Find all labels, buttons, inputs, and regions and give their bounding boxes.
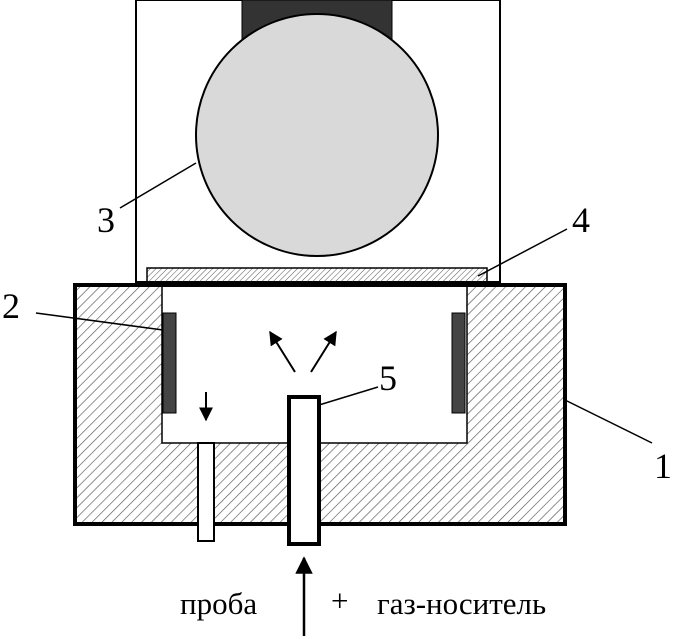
sensor-sphere [195,13,439,257]
flow-arrow-right [310,330,337,373]
right-electrode [451,312,466,414]
label-1: 1 [654,446,672,486]
label-4: 4 [572,200,590,240]
leader-line-2 [35,312,164,331]
left-electrode [162,312,177,414]
label-5: 5 [379,358,397,398]
flow-arrow-left [269,330,296,373]
leader-line-5 [318,386,379,406]
outlet-tube [197,442,215,542]
label-2: 2 [2,286,20,326]
caption-sample: проба [180,586,257,621]
inlet-tube [287,395,321,546]
label-3: 3 [97,200,115,240]
caption-carrier: газ-носитель [377,586,546,621]
leader-line-3 [119,162,197,209]
leader-line-1 [564,399,653,444]
leader-line-4 [477,228,568,277]
caption-plus: + [331,583,348,618]
membrane-plate [146,267,488,283]
